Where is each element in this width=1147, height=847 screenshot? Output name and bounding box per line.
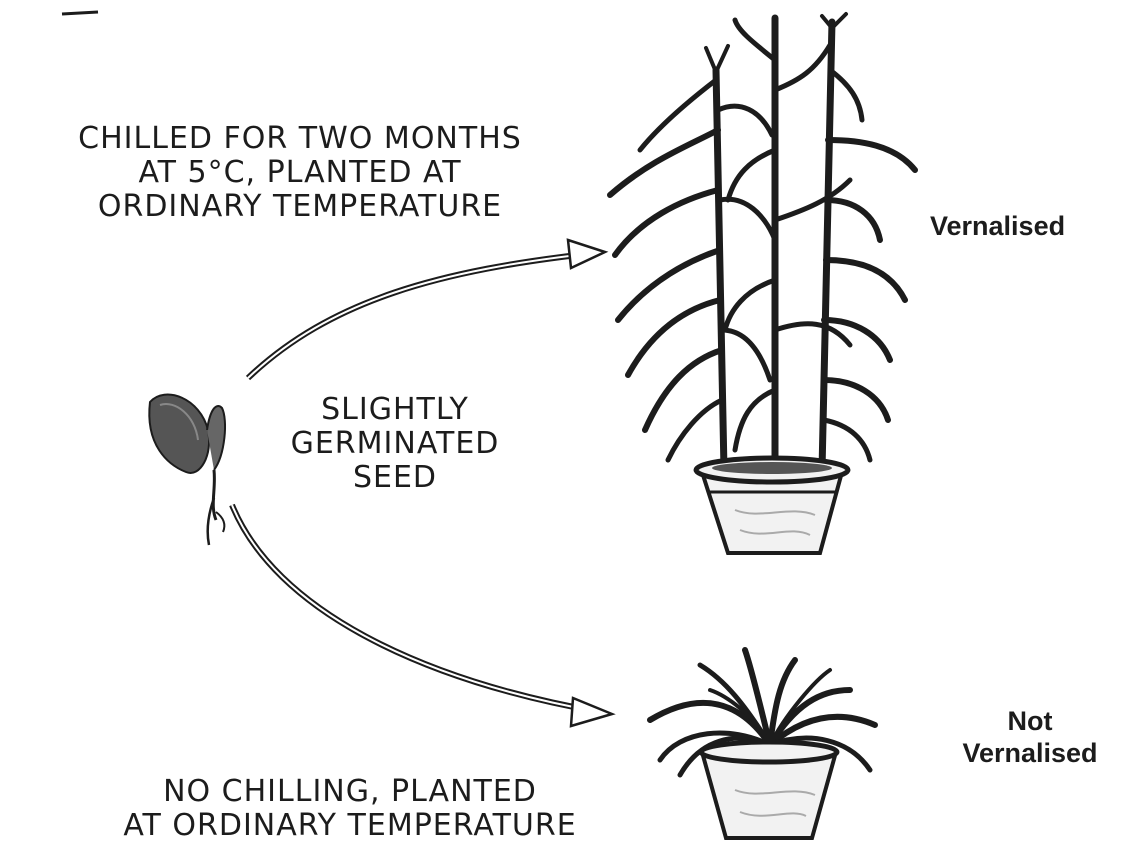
vernalised-label: Vernalised xyxy=(930,210,1147,242)
corner-mark xyxy=(62,12,98,14)
arrow-to-not-vernalised xyxy=(232,505,612,726)
seed-line-3: SEED xyxy=(245,461,545,495)
chilled-line-2: AT 5°C, PLANTED AT xyxy=(0,156,600,190)
not-vernalised-label: Not Vernalised xyxy=(915,705,1145,769)
vernalised-pot xyxy=(696,458,848,553)
arrow-to-vernalised xyxy=(248,240,605,378)
no-chilling-line-2: AT ORDINARY TEMPERATURE xyxy=(30,809,670,843)
no-chilling-line-1: NO CHILLING, PLANTED xyxy=(30,775,670,809)
seed-label: SLIGHTLY GERMINATED SEED xyxy=(245,393,545,495)
germinated-seed xyxy=(149,395,225,545)
seed-line-2: GERMINATED xyxy=(245,427,545,461)
not-vernalised-line-1: Not xyxy=(915,705,1145,737)
chilled-treatment-label: CHILLED FOR TWO MONTHS AT 5°C, PLANTED A… xyxy=(0,122,600,224)
vernalised-plant xyxy=(610,14,915,470)
not-vernalised-pot xyxy=(701,742,837,838)
chilled-line-3: ORDINARY TEMPERATURE xyxy=(0,190,600,224)
no-chilling-label: NO CHILLING, PLANTED AT ORDINARY TEMPERA… xyxy=(30,775,670,843)
not-vernalised-line-2: Vernalised xyxy=(915,737,1145,769)
chilled-line-1: CHILLED FOR TWO MONTHS xyxy=(0,122,600,156)
seed-line-1: SLIGHTLY xyxy=(245,393,545,427)
